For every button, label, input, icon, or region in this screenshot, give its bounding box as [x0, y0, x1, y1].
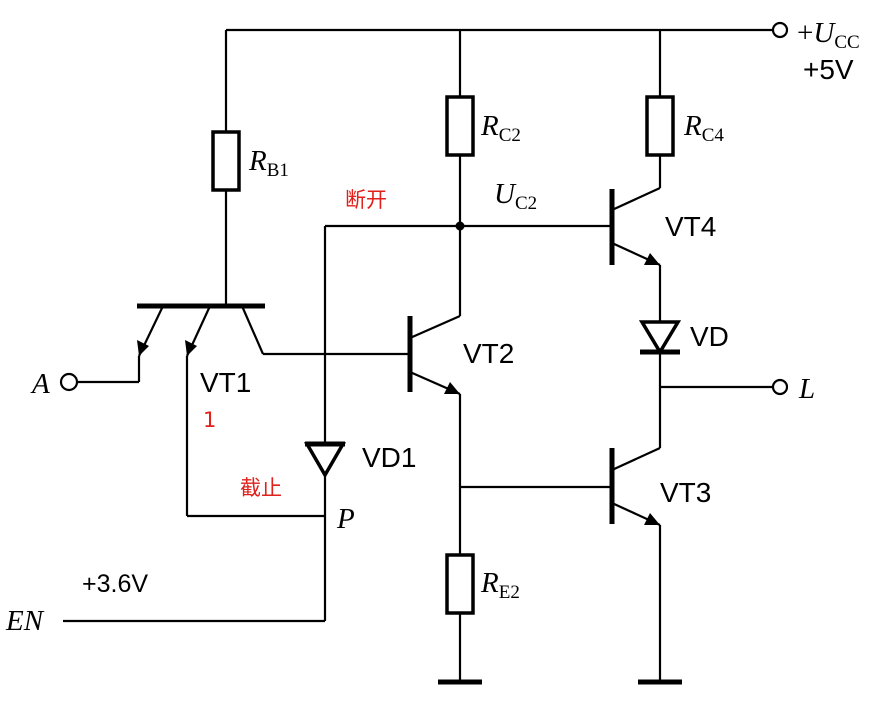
vt2-label: VT2	[463, 338, 514, 369]
vcc-rail	[226, 21, 789, 39]
input-a-terminal[interactable]	[59, 372, 79, 392]
output-l-label: L	[798, 373, 815, 405]
vt4-transistor	[609, 187, 662, 322]
vt3-transistor	[609, 447, 682, 685]
vcc-terminal	[771, 21, 789, 39]
logic-one-annotation: 1	[203, 408, 216, 432]
rb1-label: RB1	[248, 145, 289, 181]
vd1-diode	[303, 224, 460, 479]
rc2-label: RC2	[480, 110, 521, 146]
vd-diode	[638, 320, 682, 448]
vt1-label: VT1	[200, 367, 251, 398]
output-l-terminal[interactable]	[771, 378, 789, 396]
en-line	[63, 475, 327, 623]
rc4-label: RC4	[683, 110, 724, 146]
en-voltage-label: +3.6V	[82, 570, 148, 598]
vcc-value: +5V	[803, 54, 854, 85]
vd-label: VD	[690, 321, 729, 352]
vt1-transistor	[78, 303, 410, 518]
output-line	[660, 378, 789, 396]
vt4-label: VT4	[665, 211, 716, 242]
open-annotation: 断开	[345, 188, 387, 212]
vd1-label: VD1	[362, 442, 416, 473]
re2-label: RE2	[480, 567, 520, 603]
cutoff-annotation: 截止	[240, 476, 282, 500]
vt2-transistor	[407, 314, 462, 555]
vcc-label: +UCC	[797, 17, 860, 53]
vt3-label: VT3	[660, 477, 711, 508]
rb1-resistor	[211, 30, 241, 306]
uc2-label: UC2	[494, 178, 537, 214]
rc4-resistor	[645, 30, 675, 188]
re2-resistor	[438, 553, 482, 685]
en-label: EN	[5, 605, 45, 637]
rc2-resistor	[445, 30, 475, 316]
node-p-label: P	[336, 503, 355, 535]
input-a-label: A	[30, 368, 50, 400]
